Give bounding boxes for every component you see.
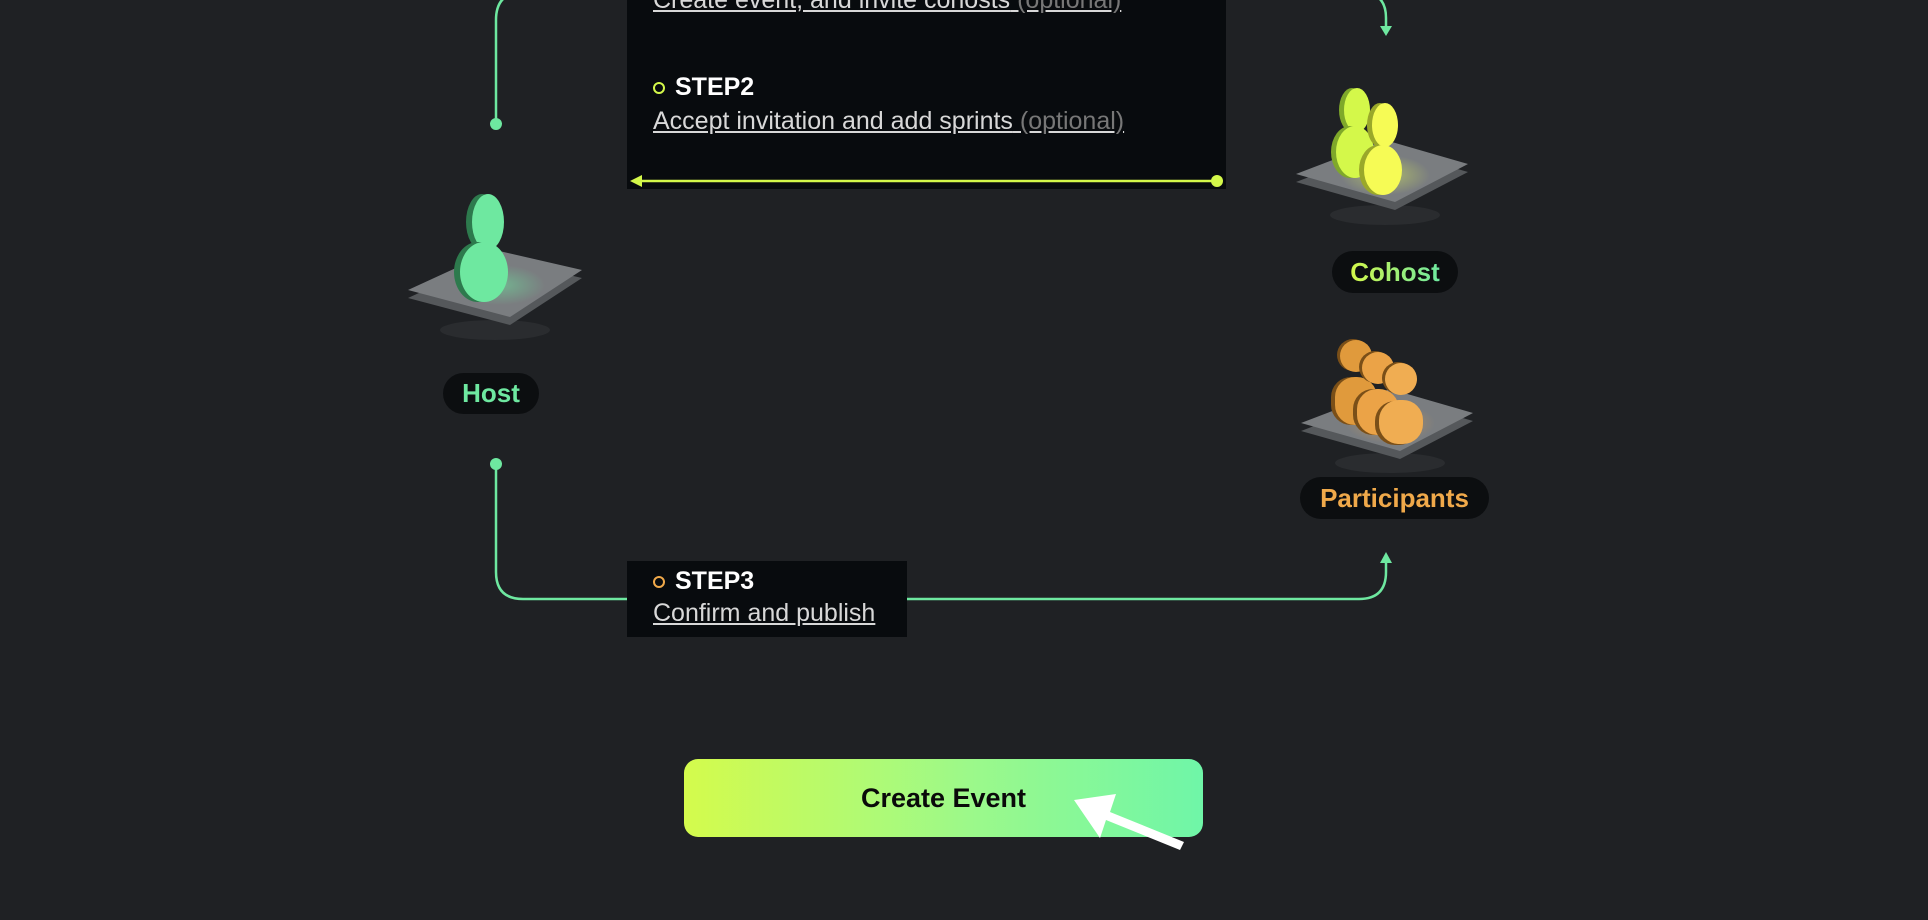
cohost-to-host-arrow	[630, 175, 1223, 187]
step2-link-text: Accept invitation and add sprints	[653, 107, 1013, 135]
step3-link[interactable]: Confirm and publish	[653, 599, 876, 627]
arrowhead-down-icon	[1380, 26, 1392, 36]
step1-optional: (optional)	[1010, 0, 1122, 14]
participants-icon	[1301, 339, 1473, 473]
arrowhead-left-icon	[630, 175, 642, 187]
step1-2-panel: Create event, and invite cohosts (option…	[627, 0, 1226, 189]
participants-label-text: Participants	[1320, 482, 1469, 513]
step2-title: STEP2	[653, 73, 754, 102]
host-to-participants-line	[494, 464, 1388, 601]
arrowhead-up-icon	[1380, 552, 1392, 563]
cursor-arrow-icon	[1074, 794, 1184, 850]
participants-label: Participants	[1300, 477, 1489, 519]
step3-title: STEP3	[653, 567, 754, 596]
cohost-label: Cohost	[1332, 251, 1458, 293]
cohost-label-text: Cohost	[1350, 256, 1440, 287]
step1-to-cohost-line	[1379, 0, 1388, 28]
step3-panel: STEP3 Confirm and publish	[627, 561, 907, 637]
host-label-text: Host	[462, 378, 520, 408]
host-icon	[408, 194, 582, 340]
connector-dot	[490, 458, 502, 470]
step1-link[interactable]: Create event, and invite cohosts (option…	[653, 0, 1121, 15]
step2-label: STEP2	[675, 73, 755, 101]
step1-link-text: Create event, and invite cohosts	[653, 0, 1011, 14]
step3-ring-icon	[653, 575, 665, 588]
connector-dot	[490, 118, 502, 130]
step2-ring-icon	[653, 81, 665, 94]
step2-optional: (optional)	[1012, 107, 1125, 135]
step2-link[interactable]: Accept invitation and add sprints (optio…	[653, 107, 1124, 136]
step3-label: STEP3	[675, 567, 755, 595]
cohost-icon	[1296, 88, 1468, 225]
host-label: Host	[443, 373, 539, 414]
create-event-label: Create Event	[860, 782, 1027, 813]
host-to-step1-line	[494, 0, 504, 124]
connector-dot	[1211, 175, 1223, 187]
